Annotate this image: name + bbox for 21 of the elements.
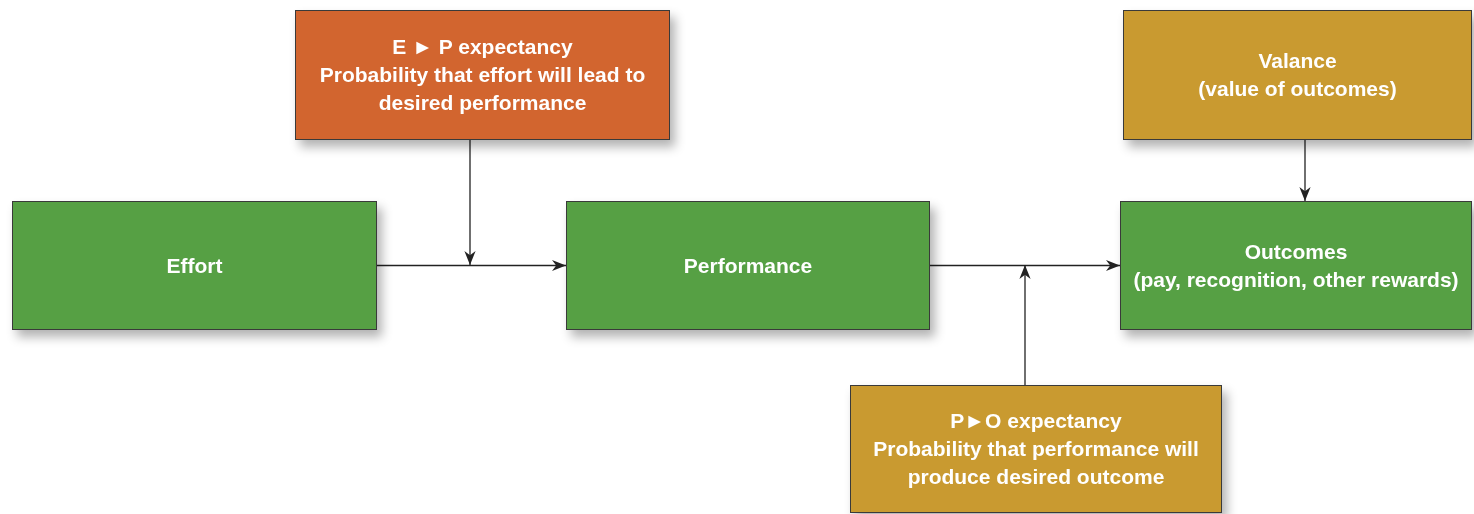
box-title: Effort (166, 252, 223, 279)
arrow (376, 259, 567, 272)
box-title: E ► P expectancy (392, 34, 573, 60)
box-title: Outcomes (1244, 238, 1348, 265)
arrow (1299, 139, 1311, 202)
arrow (1019, 264, 1031, 386)
box-text: (pay, recognition, other rewards) (1133, 266, 1459, 293)
box-text: Probability that performance will produce desired outcome (872, 436, 1200, 490)
box-title: Performance (683, 252, 813, 279)
box-title: Valance (1258, 48, 1337, 74)
expectancy-box (295, 10, 670, 140)
valence-box (1123, 10, 1472, 140)
process-box (1120, 201, 1472, 330)
box-text: Probability that effort will lead to desired performance (318, 62, 647, 116)
box-text: (value of outcomes) (1198, 76, 1397, 102)
box-title: P►O expectancy (950, 408, 1122, 434)
arrow (464, 139, 476, 266)
process-box (12, 201, 377, 330)
process-box (566, 201, 930, 330)
arrow (929, 259, 1121, 272)
expectancy-box (850, 385, 1222, 513)
